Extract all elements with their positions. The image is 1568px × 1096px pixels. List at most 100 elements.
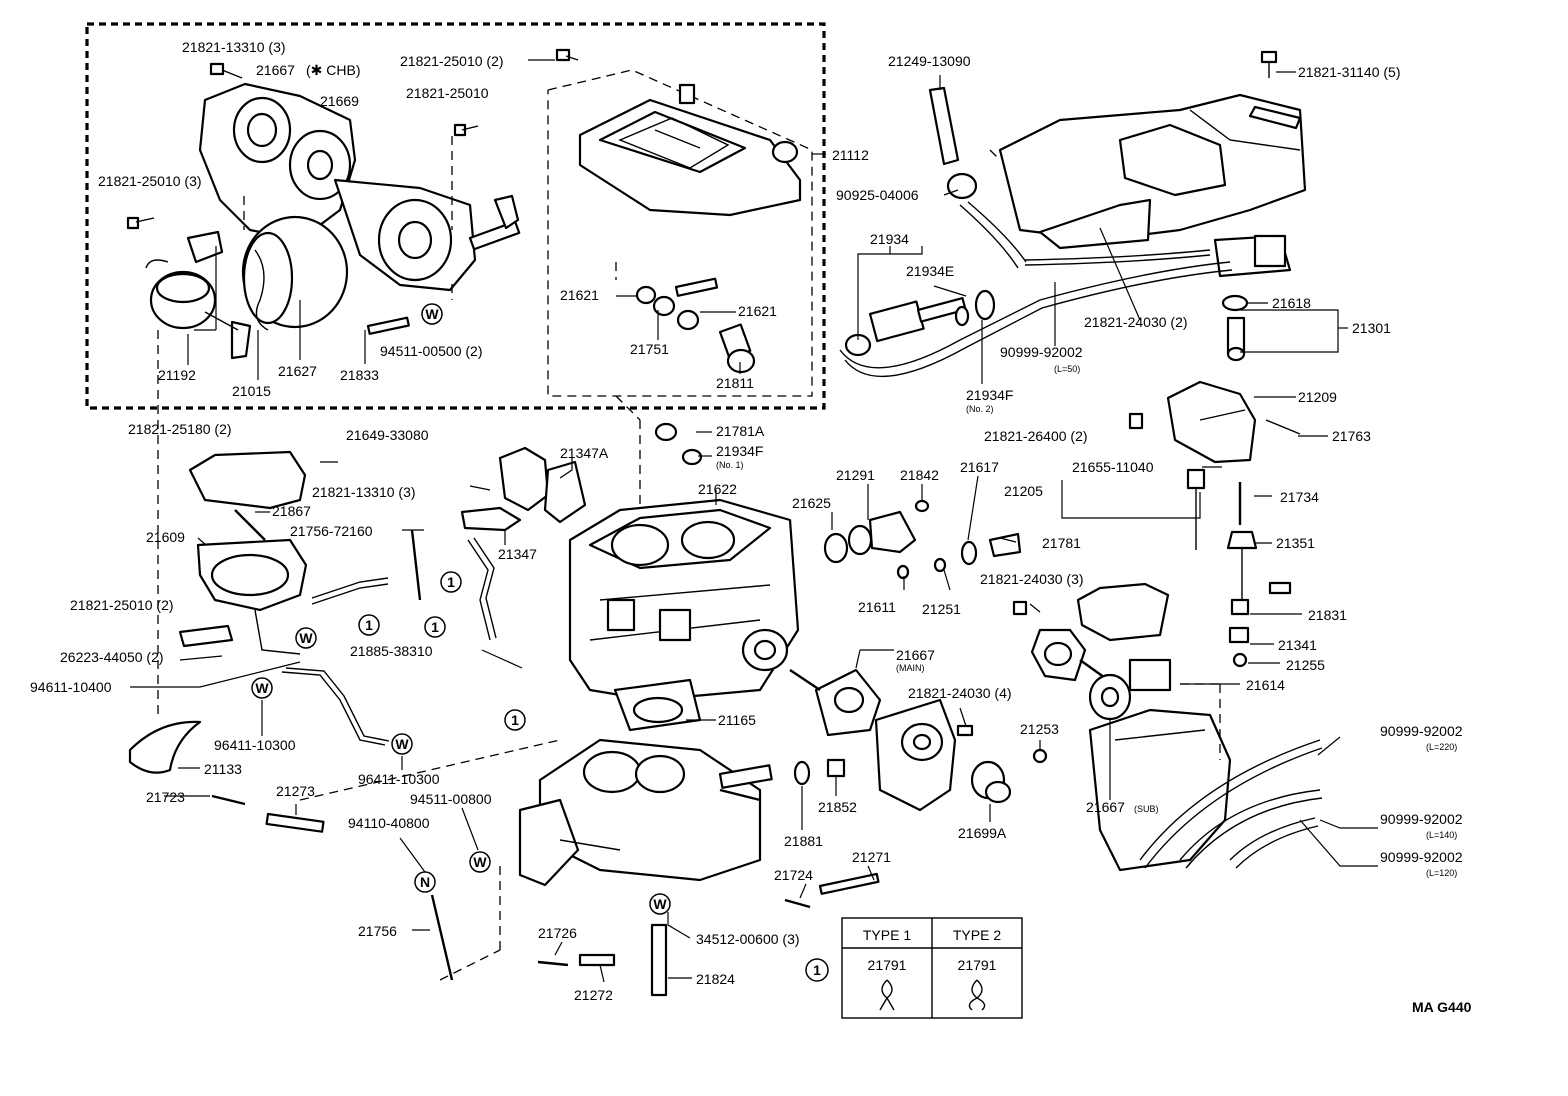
- part-note: (No. 1): [716, 460, 744, 470]
- svg-text:W: W: [425, 306, 439, 322]
- part-label: 21192: [158, 367, 196, 383]
- svg-text:W: W: [473, 854, 487, 870]
- bypass-parts-drawing: [460, 422, 703, 532]
- part-label: 21618: [1272, 295, 1311, 311]
- part-label: 21821-24030 (4): [908, 685, 1012, 701]
- part-label: 94611-10400: [30, 679, 112, 695]
- part-label: 21667: [256, 62, 295, 78]
- part-label: 21842: [900, 467, 939, 483]
- callout-1-b: 1: [358, 614, 380, 636]
- part-note: (L=140): [1426, 830, 1457, 840]
- part-label: 21165: [718, 712, 756, 728]
- air-horn-drawing: [578, 83, 802, 217]
- svg-text:1: 1: [447, 574, 455, 590]
- lower-engine-block-drawing: [1088, 708, 1323, 872]
- part-label: 21821-26400 (2): [984, 428, 1088, 444]
- part-label: 26223-44050 (2): [60, 649, 164, 665]
- part-label: 21112: [832, 147, 869, 163]
- part-note: (L=50): [1054, 364, 1080, 374]
- part-label: 21934F: [716, 443, 763, 459]
- part-label: 21821-24030 (2): [1084, 314, 1188, 330]
- svg-text:1: 1: [813, 962, 821, 978]
- marker-washer-4: W: [391, 733, 413, 755]
- part-label: 94511-00500 (2): [380, 343, 482, 359]
- part-label: 21821-25010: [406, 85, 489, 101]
- type-table: TYPE 1 TYPE 2 21791 21791 1: [805, 917, 1023, 1019]
- svg-text:W: W: [653, 896, 667, 912]
- part-label: 21272: [574, 987, 613, 1003]
- part-label: 21821-25010 (2): [400, 53, 504, 69]
- part-label: 21824: [696, 971, 735, 987]
- part-label: 34512-00600 (3): [696, 931, 800, 947]
- part-label: 21699A: [958, 825, 1007, 841]
- marker-washer-2: W: [295, 627, 317, 649]
- part-label: 21667: [896, 647, 935, 663]
- type-table-value-1: 21791: [868, 957, 907, 973]
- part-label: 21821-25180 (2): [128, 421, 232, 437]
- part-label: 21885-38310: [350, 643, 433, 659]
- linkage-rods-drawing: [281, 537, 497, 746]
- part-label: 94511-00800: [410, 791, 492, 807]
- part-label: 21833: [340, 367, 379, 383]
- main-diaphragm-drawing: [789, 668, 974, 812]
- air-horn-small-parts-drawing: [635, 277, 756, 374]
- part-label: 21867: [272, 503, 311, 519]
- part-note: (No. 2): [966, 404, 994, 414]
- part-label: 21726: [538, 925, 577, 941]
- part-label: 21756-72160: [290, 523, 373, 539]
- type-table-value-2: 21791: [958, 957, 997, 973]
- part-label: 21723: [146, 789, 185, 805]
- part-label: 21821-24030 (3): [980, 571, 1084, 587]
- part-label: 21781A: [716, 423, 765, 439]
- vacuum-hoses-drawing: [839, 86, 1233, 378]
- part-label: 96411-10300: [358, 771, 440, 787]
- marker-washer-1: W: [421, 303, 443, 325]
- part-label: 21881: [784, 833, 823, 849]
- svg-text:W: W: [255, 680, 269, 696]
- part-label: 21614: [1246, 677, 1285, 693]
- part-label: 21621: [560, 287, 599, 303]
- part-label: 21133: [204, 761, 242, 777]
- part-labels: 21821-13310 (3) 21667 (✱ CHB) 21669 2182…: [30, 39, 1463, 1003]
- svg-text:W: W: [299, 630, 313, 646]
- part-note: (L=120): [1426, 868, 1457, 878]
- accelerator-pump-drawing: [178, 450, 308, 655]
- sub-diaphragm-drawing: [1012, 582, 1172, 764]
- part-label: 21649-33080: [346, 427, 429, 443]
- part-label: 21655-11040: [1072, 459, 1154, 475]
- part-label: 21751: [630, 341, 669, 357]
- marker-washer-6: W: [649, 893, 671, 915]
- part-label: 21255: [1286, 657, 1325, 673]
- springs-and-screws-drawing: [128, 482, 1242, 997]
- part-label: 21734: [1280, 489, 1319, 505]
- part-label: 21341: [1278, 637, 1317, 653]
- part-label: 21015: [232, 383, 271, 399]
- part-note: (L=220): [1426, 742, 1457, 752]
- part-label: 21249-13090: [888, 53, 971, 69]
- part-label: 90999-92002: [1380, 811, 1463, 827]
- part-label: 21821-13310 (3): [312, 484, 416, 500]
- part-label: 21271: [852, 849, 891, 865]
- diagram-code: MA G440: [1412, 999, 1472, 1015]
- part-label: 90999-92002: [1000, 344, 1083, 360]
- choke-group-frame: [85, 22, 826, 410]
- throttle-body-drawing: [518, 738, 773, 887]
- intake-manifold-drawing: [998, 50, 1307, 278]
- type-table-callout: [805, 958, 829, 982]
- part-label: 21852: [818, 799, 857, 815]
- part-note: (✱ CHB): [306, 62, 361, 78]
- part-label: 21351: [1276, 535, 1315, 551]
- part-label: 21622: [698, 481, 737, 497]
- part-label: 21821-25010 (3): [98, 173, 202, 189]
- clip-type2-icon: [968, 979, 986, 1011]
- choke-housing-drawing: [198, 82, 521, 292]
- part-label: 21811: [716, 375, 754, 391]
- part-label: 96411-10300: [214, 737, 296, 753]
- leader-lines: [130, 59, 1378, 983]
- choke-diaphragm-drawing: [145, 230, 239, 331]
- svg-text:1: 1: [365, 617, 373, 633]
- part-label: 21667: [1086, 799, 1125, 815]
- part-label: 21934: [870, 231, 909, 247]
- power-valve-parts-drawing: [823, 499, 1022, 580]
- choke-bolts-drawing: [126, 48, 579, 335]
